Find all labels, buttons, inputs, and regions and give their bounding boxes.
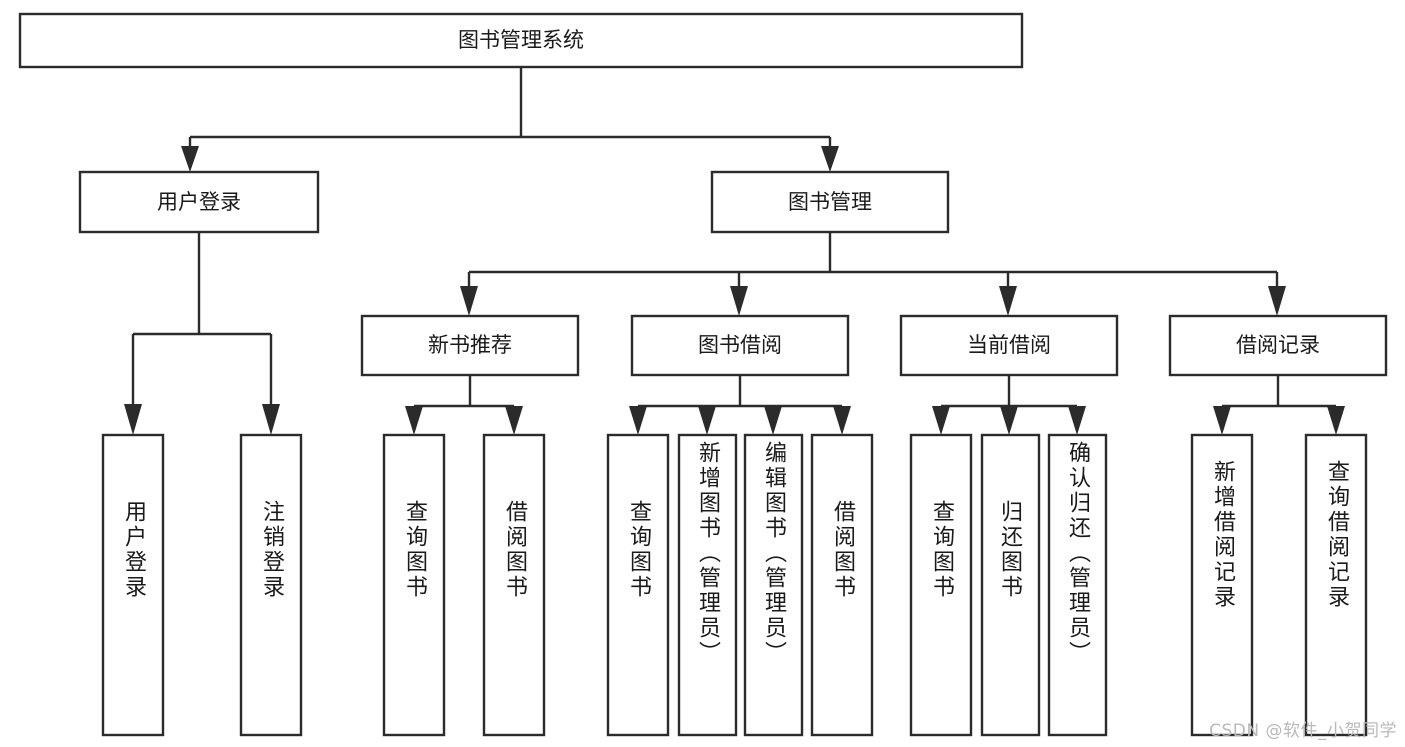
arrow-head-leaf-query-book-2 — [629, 406, 647, 435]
leaf-box-return-book[interactable] — [980, 433, 1041, 737]
leaf-box-borrow-book-2[interactable] — [810, 433, 874, 737]
leaf-box-query-book-2[interactable] — [606, 433, 670, 737]
node-new-book-recommend-label: 新书推荐 — [428, 333, 512, 357]
leaf-box-edit-book[interactable] — [743, 433, 804, 737]
leaf-box-query-book-1[interactable] — [382, 433, 446, 737]
csdn-watermark: CSDN @软件_小贺同学 — [1209, 721, 1397, 741]
node-borrow-record[interactable]: 借阅记录 — [1168, 314, 1388, 377]
arrow-head-leaf-query-book-3 — [932, 406, 950, 435]
node-book-borrow[interactable]: 图书借阅 — [630, 314, 850, 377]
arrow-head-leaf-query-record — [1327, 406, 1345, 435]
arrow-head-new-book-recommend — [460, 286, 478, 316]
leaf-box-add-book[interactable] — [677, 433, 738, 737]
arrow-head-leaf-add-record — [1213, 406, 1231, 435]
connector-group-bookmgmt-to-level3 — [460, 232, 1286, 316]
connector-group-borrowrecord-to-leaves — [1213, 375, 1345, 435]
node-new-book-recommend-box[interactable] — [360, 314, 580, 377]
leaf-box-logout-login[interactable] — [239, 433, 303, 737]
leaf-boxes-group — [101, 433, 1368, 737]
connector-group-userlogin-to-leaves — [124, 232, 280, 435]
node-user-login-label: 用户登录 — [157, 190, 241, 214]
node-new-book-recommend[interactable]: 新书推荐 — [360, 314, 580, 377]
connector-group-currentborrow-to-leaves — [932, 375, 1086, 435]
node-root-box[interactable] — [18, 12, 1024, 69]
connector-group-newbook-to-leaves — [405, 375, 523, 435]
connector-group-root-to-level2 — [181, 67, 839, 172]
leaf-box-add-record[interactable] — [1190, 433, 1254, 737]
arrow-head-leaf-logout-login — [262, 404, 280, 435]
leaf-box-query-book-3[interactable] — [909, 433, 973, 737]
arrow-head-leaf-borrow-book-1 — [505, 406, 523, 435]
arrow-head-current-borrow — [999, 286, 1017, 316]
arrow-head-leaf-confirm-return — [1068, 406, 1086, 435]
arrow-head-leaf-edit-book — [764, 406, 782, 435]
arrow-head-leaf-query-book-1 — [405, 406, 423, 435]
node-current-borrow-box[interactable] — [899, 314, 1119, 377]
arrow-head-borrow-record — [1268, 286, 1286, 316]
arrow-head-leaf-add-book — [698, 406, 716, 435]
node-book-management-label: 图书管理 — [788, 190, 872, 214]
node-book-borrow-box[interactable] — [630, 314, 850, 377]
leaf-box-query-record[interactable] — [1304, 433, 1368, 737]
node-book-management[interactable]: 图书管理 — [710, 170, 950, 234]
leaf-box-user-login[interactable] — [101, 433, 165, 737]
connector-group-bookborrow-to-leaves — [629, 375, 851, 435]
node-user-login[interactable]: 用户登录 — [78, 170, 320, 234]
leaf-box-borrow-book-1[interactable] — [482, 433, 546, 737]
leaf-box-confirm-return[interactable] — [1047, 433, 1108, 737]
node-root[interactable]: 图书管理系统 — [18, 12, 1024, 69]
arrow-head-book-borrow — [730, 286, 748, 316]
node-borrow-record-label: 借阅记录 — [1236, 333, 1320, 357]
arrow-head-leaf-borrow-book-2 — [833, 406, 851, 435]
node-book-borrow-label: 图书借阅 — [698, 333, 782, 357]
node-current-borrow-label: 当前借阅 — [967, 333, 1051, 357]
arrow-head-book-management — [821, 146, 839, 172]
node-current-borrow[interactable]: 当前借阅 — [899, 314, 1119, 377]
node-borrow-record-box[interactable] — [1168, 314, 1388, 377]
arrow-head-user-login — [181, 146, 199, 172]
node-user-login-box[interactable] — [78, 170, 320, 234]
arrow-head-leaf-return-book — [1000, 406, 1018, 435]
node-root-label: 图书管理系统 — [458, 28, 584, 52]
arrow-head-leaf-user-login — [124, 404, 142, 435]
